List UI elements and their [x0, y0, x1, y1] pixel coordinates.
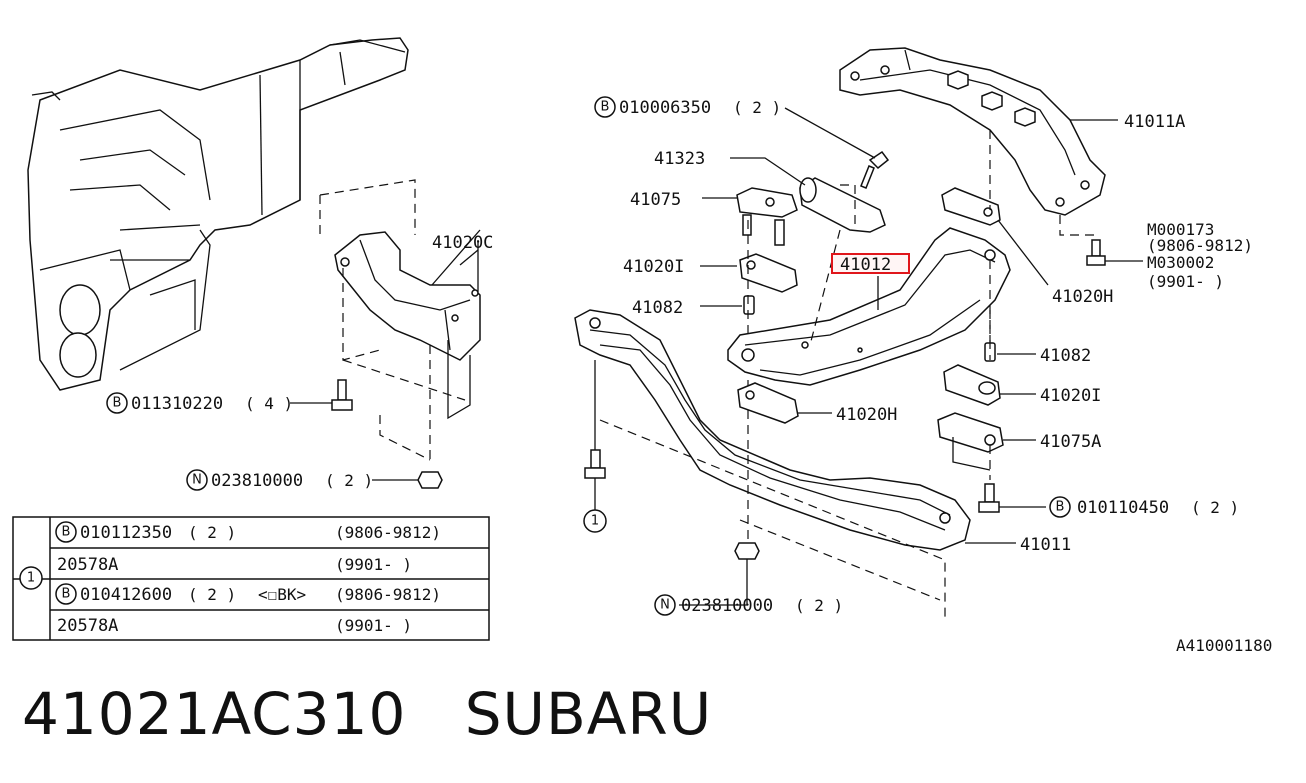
label-41020c: 41020C: [432, 233, 493, 253]
bolt-icon: [584, 449, 606, 479]
table-row: 20578A (9901- ): [57, 616, 412, 636]
bolt-icon: [331, 379, 353, 411]
insulator-41323: [799, 177, 886, 233]
badge-b-icon: [55, 521, 77, 543]
nut-icon: [734, 542, 760, 560]
table-row: 20578A (9901- ): [57, 555, 412, 575]
badge-n-icon: [186, 469, 208, 491]
label-023810000-right-qty: ( 2 ): [795, 596, 843, 615]
crossmember-41011: [574, 309, 971, 551]
bolt-icon: [978, 483, 1000, 513]
label-011310220: 011310220: [131, 394, 223, 414]
nut-icon: [417, 471, 443, 489]
reference-table: 1 B 010112350 ( 2 ) (9806-9812) 20578A (…: [12, 516, 490, 641]
label-011310220-qty: ( 4 ): [245, 394, 293, 413]
label-41020i-left: 41020I: [623, 257, 684, 277]
table-row: B 010412600 ( 2 ) <☐BK> (9806-9812): [55, 583, 441, 605]
row-badge: B: [62, 525, 71, 540]
row-part: 20578A: [57, 555, 118, 575]
page-title: 41021AC310 SUBARU: [22, 680, 712, 748]
label-m000173: M000173: [1147, 220, 1214, 239]
label-41020h-mid: 41020H: [836, 405, 897, 425]
label-023810000-left-qty: ( 2 ): [325, 471, 373, 490]
crossmember-41011a: [839, 47, 1106, 216]
label-010110450-qty: ( 2 ): [1191, 498, 1239, 517]
row-part: 010412600: [80, 585, 172, 605]
bracket-41020c: [334, 231, 481, 361]
label-010110450: 010110450: [1077, 498, 1169, 518]
badge-b-icon: [55, 583, 77, 605]
row-badge: B: [62, 587, 71, 602]
row-date: (9806-9812): [335, 523, 441, 542]
diagram-code: A410001180: [1176, 636, 1272, 655]
row-qty: ( 2 ): [188, 585, 236, 604]
badge-n-text: N: [660, 598, 670, 613]
row-date: (9901- ): [335, 555, 412, 574]
label-41323: 41323: [654, 149, 705, 169]
badge-b-text: B: [113, 396, 122, 411]
badge-b-icon: [594, 96, 616, 118]
row-part: 010112350: [80, 523, 172, 543]
part-number: 41021AC310: [22, 680, 407, 748]
label-41011: 41011: [1020, 535, 1071, 555]
badge-b-icon: [106, 392, 128, 414]
transmission-illustration: [27, 37, 409, 391]
badge-b-text: B: [601, 100, 610, 115]
row-date: (9806-9812): [335, 585, 441, 604]
label-010006350-qty: ( 2 ): [733, 98, 781, 117]
badge-n-icon: [654, 594, 676, 616]
row-date: (9901- ): [335, 616, 412, 635]
table-ref-label: 1: [27, 571, 35, 586]
label-41082-left: 41082: [632, 298, 683, 318]
badge-b-icon: [1049, 496, 1071, 518]
label-41012: 41012: [840, 255, 891, 275]
transmission-mount-41012: [727, 227, 1011, 386]
bolt-icon: [1086, 239, 1106, 266]
ref-circle-label: 1: [591, 514, 599, 529]
highlight-box: [831, 253, 910, 274]
table-row: B 010112350 ( 2 ) (9806-9812): [55, 521, 441, 543]
label-41020i-right: 41020I: [1040, 386, 1101, 406]
row-qty: ( 2 ): [188, 523, 236, 542]
table-ref-circle-icon: [19, 566, 43, 590]
label-41082-right: 41082: [1040, 346, 1091, 366]
label-m030002-date: (9901- ): [1147, 272, 1224, 291]
brand-name: SUBARU: [464, 680, 713, 748]
label-41075a: 41075A: [1040, 432, 1101, 452]
label-m000173-date: (9806-9812): [1147, 236, 1253, 255]
label-41011a: 41011A: [1124, 112, 1185, 132]
row-part: 20578A: [57, 616, 118, 636]
ref-circle-icon: [583, 509, 607, 533]
label-010006350: 010006350: [619, 98, 711, 118]
label-41075: 41075: [630, 190, 681, 210]
badge-b-text: B: [1056, 500, 1065, 515]
badge-n-text: N: [192, 473, 202, 488]
label-023810000-left: 023810000: [211, 471, 303, 491]
label-023810000-right: 023810000: [681, 596, 773, 616]
label-41020h-right: 41020H: [1052, 287, 1113, 307]
row-extra: <☐BK>: [258, 585, 306, 604]
bolt-icon: [860, 150, 890, 189]
stopper-41075: [736, 187, 798, 246]
label-m030002: M030002: [1147, 253, 1214, 272]
